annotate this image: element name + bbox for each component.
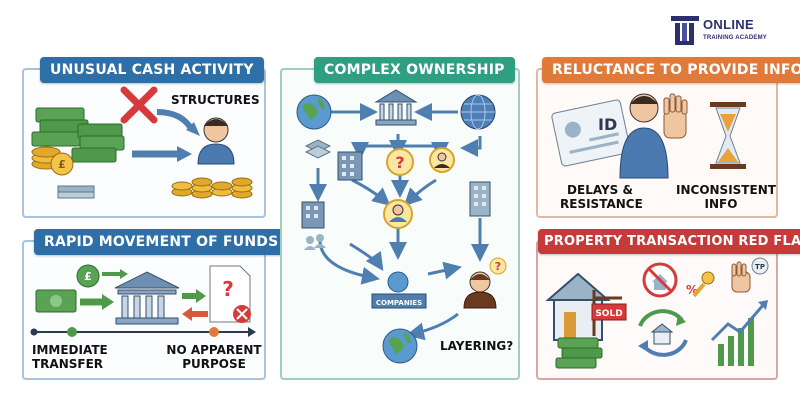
label-inconsistent-info: INCONSISTENT INFO xyxy=(676,183,776,211)
title-unusual-cash: UNUSUAL CASH ACTIVITY xyxy=(40,57,264,83)
svg-text:£: £ xyxy=(58,158,66,171)
id-card-icon xyxy=(551,99,631,167)
brand-mark-icon xyxy=(671,16,699,45)
building-icon xyxy=(337,151,363,181)
label-structures: STRUCTURES xyxy=(171,93,260,107)
layers-icon xyxy=(304,139,332,159)
central-person-icon xyxy=(383,199,413,229)
hourglass-icon xyxy=(710,102,746,169)
cash-illustration: £ xyxy=(31,86,253,199)
person-icon xyxy=(429,147,455,173)
gold-coin-icon: £ xyxy=(31,146,74,176)
no-house-icon xyxy=(642,262,678,298)
title-property: PROPERTY TRANSACTION RED FLAGS xyxy=(538,229,800,254)
sold-text: SOLD xyxy=(595,309,622,319)
brand-name: ONLINE xyxy=(703,17,754,32)
person-icon xyxy=(197,117,235,165)
hand-icon xyxy=(731,257,769,293)
cycle-arrows-icon xyxy=(638,309,688,357)
tp-text: TP xyxy=(755,263,765,271)
building-small-icon xyxy=(301,201,325,229)
brand-subtitle: TRAINING ACADEMY xyxy=(703,35,767,41)
suspicious-person-icon: ? xyxy=(463,257,507,309)
money-stack-icon xyxy=(31,107,125,163)
label-delays-resistance: DELAYS & RESISTANCE xyxy=(560,183,643,211)
svg-text:£: £ xyxy=(84,270,92,283)
label-immediate-transfer: IMMEDIATE TRANSFER xyxy=(32,343,108,371)
banknote-icon xyxy=(35,289,77,313)
svg-text:?: ? xyxy=(495,260,501,273)
svg-text:?: ? xyxy=(395,153,404,172)
globe-bottom-icon xyxy=(382,328,418,364)
label-companies: COMPANIES xyxy=(375,299,423,307)
globe-icon xyxy=(296,94,332,130)
key-icon xyxy=(692,271,715,298)
money-stack-icon xyxy=(555,337,603,369)
pound-coin-icon: £ xyxy=(76,264,100,288)
property-illustration: SOLD % TP xyxy=(545,257,769,369)
reluctance-illustration: ID xyxy=(551,93,746,179)
document-icon: ? xyxy=(209,265,251,323)
globe-grid-icon xyxy=(460,94,496,130)
title-rapid-movement: RAPID MOVEMENT OF FUNDS xyxy=(34,229,289,255)
companies-icon xyxy=(371,271,427,309)
label-layering: LAYERING? xyxy=(440,339,514,353)
hand-stop-icon xyxy=(663,93,688,139)
label-no-apparent-purpose: NO APPARENT PURPOSE xyxy=(166,343,262,371)
coin-pile-icon xyxy=(171,177,253,199)
title-complex-ownership: COMPLEX OWNERSHIP xyxy=(314,57,515,83)
person-icon xyxy=(619,93,669,179)
bank-icon xyxy=(114,271,180,325)
red-x-icon xyxy=(120,86,158,124)
id-text: ID xyxy=(598,115,617,134)
bank-icon xyxy=(374,89,418,126)
question-icon: ? xyxy=(386,148,414,176)
tower-icon xyxy=(469,181,491,217)
brand-logo: ONLINE TRAINING ACADEMY xyxy=(671,16,789,50)
svg-text:?: ? xyxy=(222,277,234,301)
small-money-stack-icon xyxy=(57,185,95,199)
people-group-icon xyxy=(304,234,326,250)
title-reluctance: RELUCTANCE TO PROVIDE INFO xyxy=(542,57,800,83)
sold-sign-icon xyxy=(591,290,627,336)
rapid-movement-illustration: £ ? xyxy=(30,264,256,337)
growth-chart-icon xyxy=(710,300,768,366)
ownership-diagram: ? ? xyxy=(296,89,507,364)
timeline xyxy=(30,327,256,337)
